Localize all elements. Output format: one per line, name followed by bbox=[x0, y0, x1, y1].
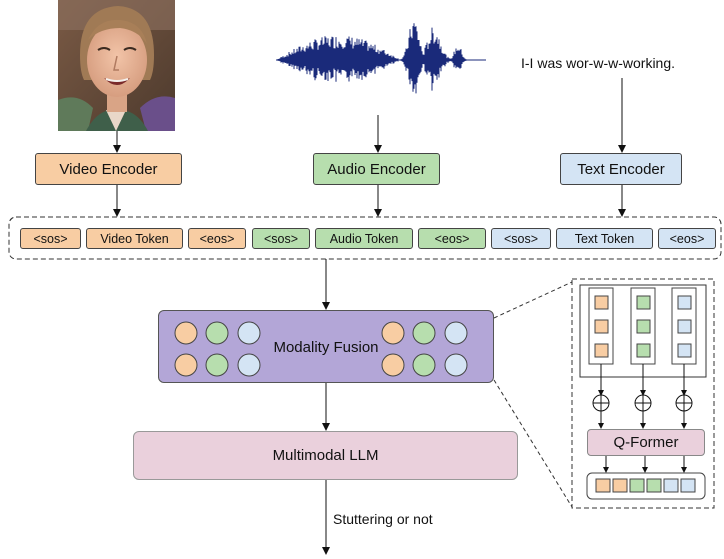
q-former-block: Q-Former bbox=[587, 429, 705, 456]
stack-square-video-3 bbox=[594, 343, 609, 358]
stack-square-audio-3 bbox=[636, 343, 651, 358]
output-square-2 bbox=[612, 478, 628, 493]
stack-square-audio-2 bbox=[636, 319, 651, 334]
audio-encoder: Audio Encoder bbox=[313, 153, 440, 185]
video-eos-token: <eos> bbox=[188, 228, 246, 249]
output-label: Stuttering or not bbox=[333, 511, 433, 527]
video-frame-photo bbox=[58, 0, 175, 131]
stack-square-text-3 bbox=[677, 343, 692, 358]
stack-square-video-1 bbox=[594, 295, 609, 310]
text-eos-token: <eos> bbox=[658, 228, 716, 249]
multimodal-llm-block: Multimodal LLM bbox=[133, 431, 518, 480]
audio-token: Audio Token bbox=[315, 228, 413, 249]
output-square-5 bbox=[663, 478, 679, 493]
output-square-4 bbox=[646, 478, 662, 493]
stack-square-video-2 bbox=[594, 319, 609, 334]
video-sos-token: <sos> bbox=[20, 228, 81, 249]
video-encoder: Video Encoder bbox=[35, 153, 182, 185]
fusion-circles-right bbox=[381, 321, 468, 377]
modality-fusion-label: Modality Fusion bbox=[273, 339, 379, 356]
text-encoder: Text Encoder bbox=[560, 153, 682, 185]
text-token: Text Token bbox=[556, 228, 653, 249]
circled-plus-icon bbox=[592, 394, 610, 412]
audio-eos-token: <eos> bbox=[418, 228, 486, 249]
stack-square-text-1 bbox=[677, 295, 692, 310]
text-input-sample: I-I was wor-w-w-working. bbox=[521, 55, 676, 71]
video-token: Video Token bbox=[86, 228, 183, 249]
person-face-image bbox=[58, 0, 175, 131]
text-sos-token: <sos> bbox=[491, 228, 551, 249]
circled-plus-icon bbox=[675, 394, 693, 412]
token-sequence-container bbox=[8, 216, 722, 260]
stack-square-audio-1 bbox=[636, 295, 651, 310]
output-square-6 bbox=[680, 478, 696, 493]
stack-square-text-2 bbox=[677, 319, 692, 334]
output-square-1 bbox=[595, 478, 611, 493]
zoom-connector-bottom bbox=[493, 379, 573, 508]
output-square-3 bbox=[629, 478, 645, 493]
audio-waveform-icon bbox=[276, 23, 486, 94]
zoom-connector-top bbox=[493, 281, 573, 319]
q-former-detail-panel bbox=[571, 278, 715, 509]
fusion-circles-left bbox=[174, 321, 261, 377]
audio-sos-token: <sos> bbox=[252, 228, 310, 249]
circled-plus-icon bbox=[634, 394, 652, 412]
